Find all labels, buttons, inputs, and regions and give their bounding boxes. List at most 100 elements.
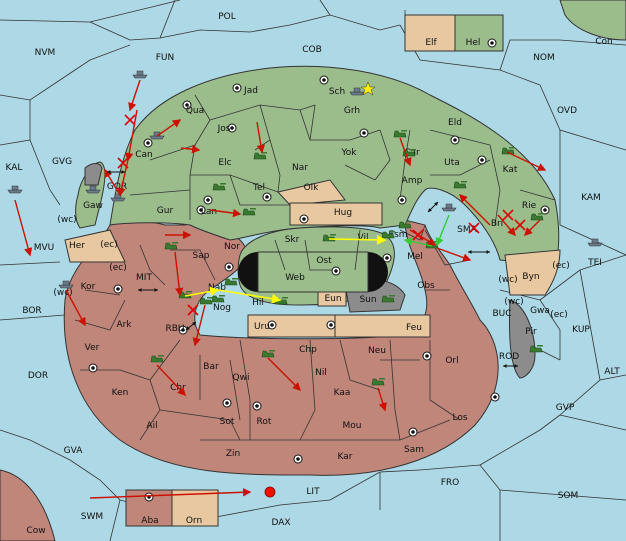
fleet-unit[interactable] <box>587 238 603 247</box>
land-label-gwa: Gwa <box>530 306 550 316</box>
supply-center <box>490 392 500 402</box>
land-label-gur: Gur <box>157 206 174 216</box>
star-icon <box>360 81 376 96</box>
land-label-mou: Mou <box>343 421 362 431</box>
land-label-jad: Jad <box>243 86 258 96</box>
sea-label-pol: POL <box>218 12 236 22</box>
land-label-web: Web <box>285 273 305 283</box>
army-unit[interactable] <box>261 350 275 358</box>
fleet-unit[interactable] <box>58 280 74 289</box>
army-unit[interactable] <box>164 242 178 250</box>
sea-label-bor: BOR <box>22 306 41 316</box>
move-order-arrow <box>174 251 184 297</box>
army-unit[interactable] <box>199 297 213 305</box>
fleet-unit[interactable] <box>349 87 365 96</box>
move-order-arrow <box>524 219 541 236</box>
sea-label-gvg: GVG <box>52 157 72 167</box>
army-unit[interactable] <box>530 213 544 221</box>
move-order-arrow <box>156 119 182 137</box>
army-unit[interactable] <box>453 181 467 189</box>
supply-center <box>88 363 98 373</box>
supply-center <box>299 214 309 224</box>
adjacency-connector <box>468 250 490 254</box>
army-unit[interactable] <box>393 130 407 138</box>
region-elf-hel <box>404 14 504 52</box>
move-order-arrow <box>14 199 33 257</box>
supply-center <box>382 253 392 263</box>
land-label-rot: Rot <box>257 417 272 427</box>
supply-center <box>178 325 188 335</box>
sea-label-fro: FRO <box>441 478 460 488</box>
land-label-pir: Pir <box>525 327 537 337</box>
army-unit[interactable] <box>211 295 225 303</box>
fleet-unit[interactable] <box>7 185 23 194</box>
sea-label-cob: COB <box>302 45 322 55</box>
land-label-cow: Cow <box>26 526 45 536</box>
land-label-bar: Bar <box>203 362 219 372</box>
land-label-sam: Sam <box>404 445 424 455</box>
adjacency-connector <box>107 170 125 174</box>
land-label-ver: Ver <box>85 343 100 353</box>
army-unit[interactable] <box>501 147 515 155</box>
supply-center <box>196 205 206 215</box>
failed-order-cross <box>514 219 526 231</box>
supply-center <box>319 75 329 85</box>
move-order-arrow <box>180 145 201 154</box>
land-label-esm: Esm <box>388 230 407 240</box>
land-label-grh: Grh <box>344 106 360 116</box>
land-label-yok: Yok <box>340 148 357 158</box>
fleet-unit[interactable] <box>132 70 148 79</box>
land-label-jos: Jos <box>217 124 231 134</box>
black-bar <box>238 251 388 293</box>
support-order-arrow <box>328 235 387 245</box>
sea-label-mvu: MVU <box>34 243 55 253</box>
army-unit[interactable] <box>224 278 238 286</box>
move-order-arrow <box>267 357 301 391</box>
sea-label-dax: DAX <box>271 518 290 528</box>
sea-label-ovd: OVD <box>557 106 577 116</box>
coast-tag-wc2: (wc) <box>53 288 72 298</box>
army-unit[interactable] <box>242 208 256 216</box>
supply-center <box>487 38 497 48</box>
convoy-order-arrow <box>435 214 450 247</box>
land-label-elf: Elf <box>425 38 437 48</box>
army-unit[interactable] <box>381 295 395 303</box>
neutral-provinces <box>64 179 561 338</box>
army-unit[interactable] <box>529 345 543 353</box>
land-label-can: Can <box>135 150 153 160</box>
army-unit[interactable] <box>371 378 385 386</box>
supply-center <box>252 401 262 411</box>
coast-tag-ec2: (ec) <box>109 263 127 273</box>
convoy-order-arrow <box>403 237 433 247</box>
supply-center <box>113 284 123 294</box>
land-label-her: Her <box>69 241 85 251</box>
move-order-arrow <box>497 214 516 237</box>
land-label-orn: Orn <box>186 516 202 526</box>
land-label-nil: Nil <box>315 368 327 378</box>
fleet-unit[interactable] <box>85 185 101 194</box>
supply-center <box>262 192 272 202</box>
sea-label-sma: SMA <box>457 225 477 235</box>
land-label-olk: Olk <box>304 183 320 193</box>
failed-order-cross <box>187 304 199 316</box>
supply-center <box>450 135 460 145</box>
army-unit[interactable] <box>212 183 226 191</box>
land-label-con: Con <box>595 37 613 47</box>
sea-label-fun: FUN <box>156 53 175 63</box>
move-order-arrow <box>256 121 265 154</box>
sea-label-som: SOM <box>558 491 579 501</box>
army-unit[interactable] <box>398 221 412 229</box>
sea-label-rod: ROD <box>499 352 519 362</box>
supply-center <box>227 123 237 133</box>
land-label-zin: Zin <box>226 449 240 459</box>
land-label-bri: Bri <box>491 219 503 229</box>
fleet-unit[interactable] <box>441 203 457 212</box>
move-order-arrow <box>377 387 387 412</box>
supply-center <box>331 266 341 276</box>
land-label-mel: Mel <box>407 252 423 262</box>
failed-order-cross <box>468 222 480 234</box>
land-label-chp: Chp <box>299 345 317 355</box>
move-order-arrow <box>459 194 491 226</box>
army-unit[interactable] <box>150 355 164 363</box>
